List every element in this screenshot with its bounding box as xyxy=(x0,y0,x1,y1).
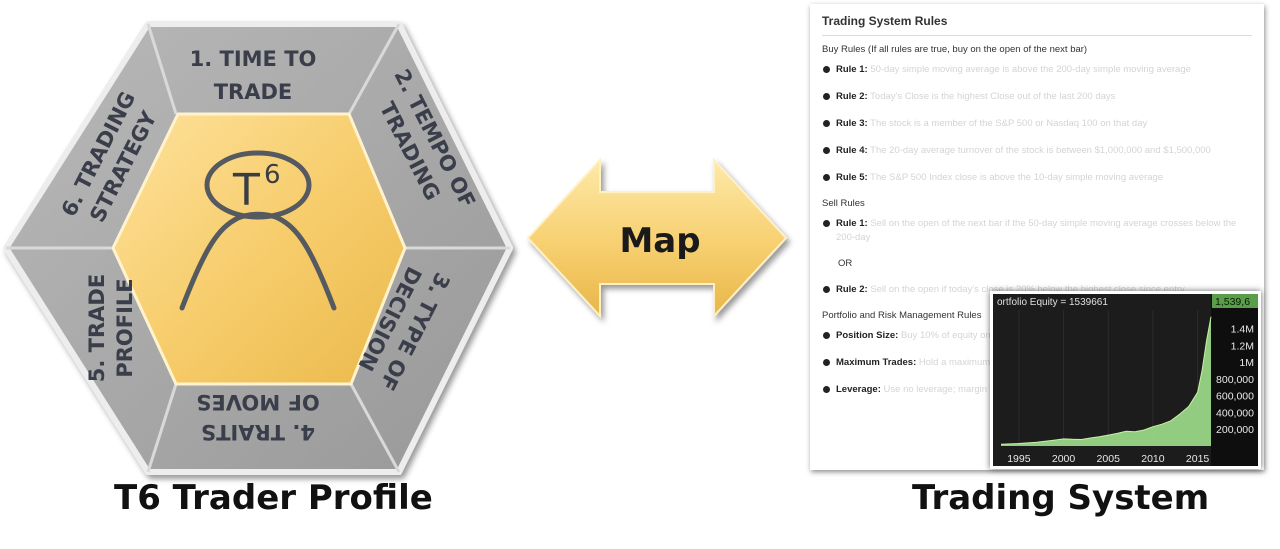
document-title: Trading System Rules xyxy=(822,12,1252,36)
x-tick-label: 2005 xyxy=(1097,453,1121,465)
equity-area xyxy=(1001,316,1211,446)
sell-rules-heading: Sell Rules xyxy=(822,198,865,209)
rule-text: Sell on the open of the next bar if the … xyxy=(836,218,1237,243)
risk-rule: Position Size: Buy 10% of equity on each… xyxy=(822,329,1252,343)
or-separator: OR xyxy=(838,258,853,269)
x-tick-label: 2000 xyxy=(1052,453,1076,465)
sell-rule: Rule 2: Sell on the open if today's clos… xyxy=(822,283,1252,297)
y-tick-label: 800,000 xyxy=(1216,374,1254,386)
last-value-box xyxy=(1212,294,1258,308)
rule-label: Rule 3: xyxy=(836,118,868,129)
rule-label: Maximum Trades: xyxy=(836,357,917,368)
rule-label: Rule 2: xyxy=(836,91,868,102)
segment-4-line1: 4. TRAITS xyxy=(201,420,315,444)
rule-label: Rule 1: xyxy=(836,218,868,229)
rule-label: Rule 2: xyxy=(836,284,868,295)
inner-hexagon xyxy=(111,112,407,386)
x-tick-label: 1995 xyxy=(1007,453,1031,465)
y-tick-label: 1.2M xyxy=(1231,340,1254,352)
segment-4-line2: OF MOVES xyxy=(196,390,319,414)
chart-title: ortfolio Equity = 1539661 xyxy=(997,297,1108,308)
rule-text: Sell on the open if today's close is 20%… xyxy=(870,284,1185,295)
risk-rules-heading: Portfolio and Risk Management Rules xyxy=(822,310,982,321)
y-tick-label: 1M xyxy=(1239,357,1254,369)
x-tick-label: 2015 xyxy=(1186,453,1210,465)
rule-text: The S&P 500 Index close is above the 10-… xyxy=(870,172,1164,183)
t6-label: T xyxy=(232,165,260,216)
rule-label: Rule 4: xyxy=(836,145,868,156)
segment-1-line1: 1. TIME TO xyxy=(190,47,317,71)
rule-text: Today's Close is the highest Close out o… xyxy=(870,91,1116,102)
y-tick-label: 200,000 xyxy=(1216,424,1254,436)
buy-rule: Rule 2: Today's Close is the highest Clo… xyxy=(822,90,1252,104)
trader-profile-caption: T6 Trader Profile xyxy=(114,478,433,518)
segment-traits-of-moves: 4. TRAITS OF MOVES xyxy=(196,390,319,444)
buy-rule: Rule 4: The 20-day average turnover of t… xyxy=(822,144,1252,158)
segment-trade-profile: 5. TRADE PROFILE xyxy=(85,274,137,382)
rule-label: Rule 1: xyxy=(836,64,868,75)
y-tick-label: 600,000 xyxy=(1216,391,1254,403)
buy-rule: Rule 3: The stock is a member of the S&P… xyxy=(822,117,1252,131)
equity-line xyxy=(1000,316,1212,445)
map-double-arrow xyxy=(526,157,788,319)
y-tick-label: 400,000 xyxy=(1216,407,1254,419)
chart-axis-panel xyxy=(1211,294,1258,466)
rule-label: Leverage: xyxy=(836,384,881,395)
t6-superscript: 6 xyxy=(264,160,281,190)
rule-text: 50-day simple moving average is above th… xyxy=(870,64,1191,75)
sell-rule: Rule 1: Sell on the open of the next bar… xyxy=(822,217,1252,245)
map-label: Map xyxy=(619,221,700,261)
segment-5-line2: PROFILE xyxy=(113,278,137,377)
y-tick-label: 1.4M xyxy=(1231,323,1254,335)
segment-1-line2: TRADE xyxy=(214,80,293,104)
segment-5-line1: 5. TRADE xyxy=(85,274,109,382)
trading-system-caption: Trading System xyxy=(912,478,1210,518)
equity-chart-svg: ortfolio Equity = 1539661 200,000 400,000 6… xyxy=(993,294,1258,466)
x-tick-label: 2010 xyxy=(1141,453,1165,465)
rule-text: The 20-day average turnover of the stock… xyxy=(870,145,1211,156)
buy-rule: Rule 1: 50-day simple moving average is … xyxy=(822,63,1252,77)
rule-label: Rule 5: xyxy=(836,172,868,183)
rule-text: The stock is a member of the S&P 500 or … xyxy=(870,118,1148,129)
segment-dividers xyxy=(6,23,510,473)
buy-rule: Rule 5: The S&P 500 Index close is above… xyxy=(822,171,1252,185)
rule-text: Buy 10% of equity on each new position xyxy=(900,330,1070,341)
equity-chart: ortfolio Equity = 1539661 200,000 400,000 6… xyxy=(990,291,1261,469)
trader-icon: T 6 xyxy=(179,150,337,311)
buy-rules-heading: Buy Rules (If all rules are true, buy on… xyxy=(822,44,1088,55)
rule-label: Position Size: xyxy=(836,330,899,341)
last-value-label: 1,539,6 xyxy=(1215,296,1250,308)
segment-time-to-trade: 1. TIME TO TRADE xyxy=(190,47,317,104)
